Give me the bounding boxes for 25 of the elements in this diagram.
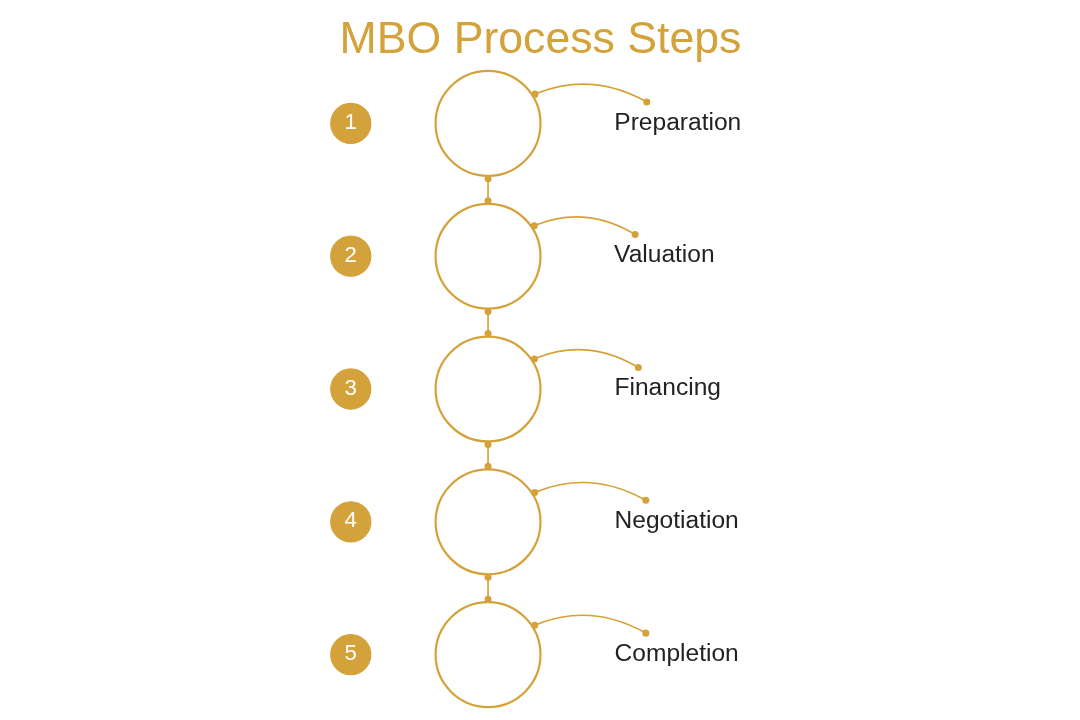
node-circle (434, 468, 542, 576)
node-circle: 1 (329, 102, 371, 145)
connector (484, 440, 492, 470)
connector (530, 348, 642, 372)
connector (484, 573, 492, 603)
node-text: Negotiation (614, 506, 739, 534)
connector (530, 481, 649, 504)
node-circle (434, 335, 542, 443)
node-text: Valuation (613, 240, 715, 268)
connector (484, 308, 492, 338)
node-circle: 2 (329, 235, 371, 277)
connector (530, 83, 650, 106)
connector (530, 614, 649, 637)
node-circle: 5 (329, 633, 371, 676)
node-text: Financing (614, 373, 721, 401)
node-circle: 3 (329, 368, 371, 410)
node-circle (434, 601, 542, 709)
node-text: Completion (614, 638, 739, 666)
connector (484, 175, 492, 205)
diagram-title: MBO Process Steps (339, 13, 741, 63)
connector (530, 216, 639, 238)
node-text: Preparation (613, 107, 741, 135)
node-circle (434, 202, 542, 310)
node-circle (434, 69, 542, 177)
node-circle: 4 (329, 501, 371, 543)
